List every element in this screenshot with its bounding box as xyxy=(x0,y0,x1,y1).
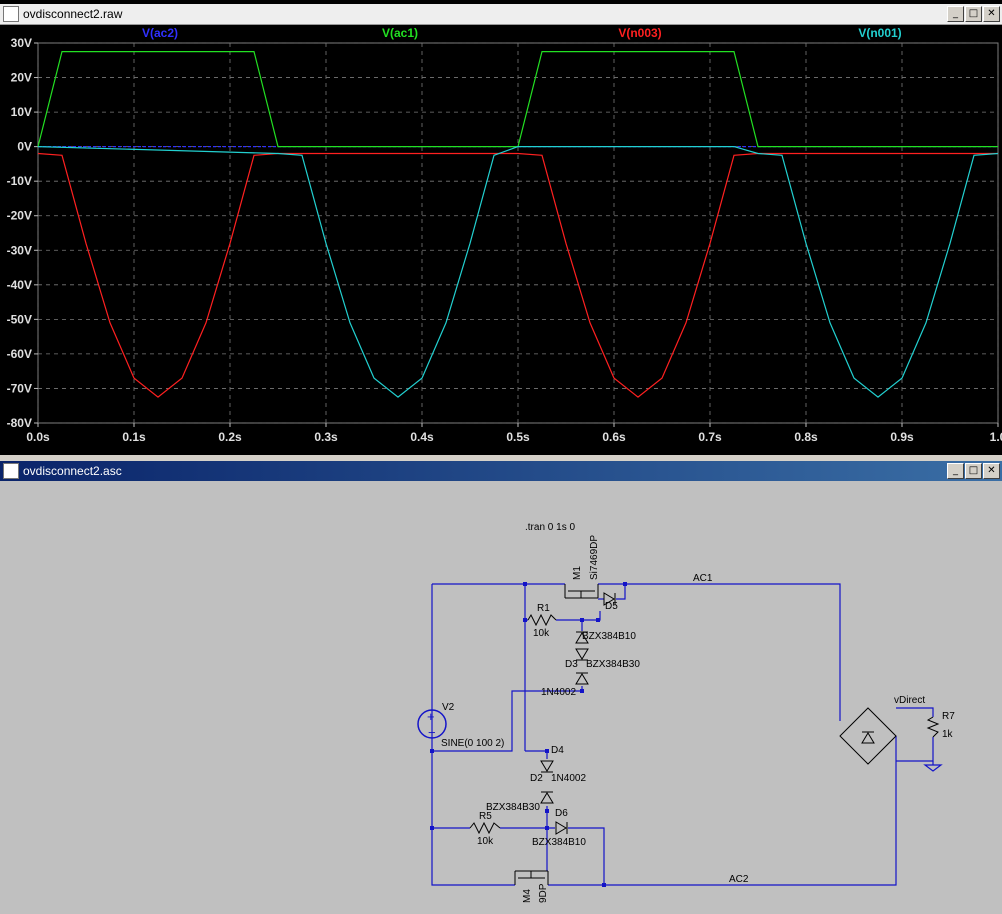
d6-name-label: D6 xyxy=(555,808,568,819)
legend-v-ac2[interactable]: V(ac2) xyxy=(142,26,178,40)
restore-button[interactable]: □ xyxy=(965,6,982,22)
d4-model-label: 1N4002 xyxy=(541,687,576,698)
trace-v-n003[interactable] xyxy=(37,152,998,398)
d6-diode-symbol[interactable] xyxy=(555,821,568,835)
bridge-label: vDirect xyxy=(894,695,925,706)
x-tick-label: 0.1s xyxy=(122,430,146,444)
d3-model-label: BZX384B30 xyxy=(586,659,640,670)
schematic-window[interactable]: ovdisconnect2.asc _ □ ✕ xyxy=(0,461,1002,914)
x-tick-label: 0.0s xyxy=(26,430,50,444)
d3-name-label: D3 xyxy=(565,659,578,670)
r1-value-label: 10k xyxy=(533,628,550,639)
r5-resistor-symbol[interactable] xyxy=(469,821,501,835)
y-tick-label: -70V xyxy=(7,381,32,395)
legend-v-ac1[interactable]: V(ac1) xyxy=(382,26,418,40)
r7-resistor-symbol[interactable] xyxy=(926,716,940,738)
x-tick-label: 0.3s xyxy=(314,430,338,444)
legend-v-n003[interactable]: V(n003) xyxy=(618,26,661,40)
d1-model-label: BZX384B10 xyxy=(582,631,636,642)
d3-zener-symbol[interactable] xyxy=(575,648,589,685)
schematic-app-icon xyxy=(3,463,19,479)
x-tick-label: 0.9s xyxy=(890,430,914,444)
d5-name-label: D5 xyxy=(605,601,618,612)
net-label-ac1[interactable]: AC1 xyxy=(693,573,713,584)
d6-model-label: BZX384B10 xyxy=(532,837,586,848)
r5-value-label: 10k xyxy=(477,836,494,847)
d4-diode-symbol[interactable] xyxy=(540,760,554,773)
r5-model-label: BZX384B30 xyxy=(486,802,540,813)
y-tick-label: -20V xyxy=(7,209,32,223)
y-tick-label: 10V xyxy=(11,105,32,119)
legend-v-n001[interactable]: V(n001) xyxy=(858,26,901,40)
y-tick-label: 20V xyxy=(11,71,32,85)
d2-model-label: 1N4002 xyxy=(551,773,586,784)
r1-name-label: R1 xyxy=(537,603,550,614)
schematic-close-button[interactable]: ✕ xyxy=(983,463,1000,479)
close-button[interactable]: ✕ xyxy=(983,6,1000,22)
y-tick-label: 30V xyxy=(11,36,32,50)
d2-name-label: D2 xyxy=(530,773,543,784)
waveform-app-icon xyxy=(3,6,19,22)
v2-name-label: V2 xyxy=(442,702,455,713)
x-tick-label: 1.0 xyxy=(990,430,1002,444)
x-tick-label: 0.4s xyxy=(410,430,434,444)
x-tick-label: 0.6s xyxy=(602,430,626,444)
net-label-ac2[interactable]: AC2 xyxy=(729,874,749,885)
v2-source-symbol[interactable]: + − xyxy=(417,709,447,740)
y-tick-label: -10V xyxy=(7,174,32,188)
y-tick-label: -30V xyxy=(7,243,32,257)
y-tick-label: -80V xyxy=(7,416,32,430)
waveform-window-title: ovdisconnect2.raw xyxy=(23,7,123,21)
minimize-button[interactable]: _ xyxy=(947,6,964,22)
sim-directive[interactable]: .tran 0 1s 0 xyxy=(525,522,575,533)
d2-diode-symbol[interactable] xyxy=(540,791,554,804)
bridge-rectifier-symbol[interactable] xyxy=(839,707,897,765)
x-tick-label: 0.2s xyxy=(218,430,242,444)
y-tick-label: -50V xyxy=(7,312,32,326)
m4-mosfet-symbol[interactable] xyxy=(514,870,549,885)
junction-dots xyxy=(430,582,627,887)
y-tick-label: -60V xyxy=(7,347,32,361)
x-tick-label: 0.5s xyxy=(506,430,530,444)
svg-text:−: − xyxy=(428,725,436,740)
d5-diode-symbol[interactable] xyxy=(603,592,616,606)
y-tick-label: 0V xyxy=(17,140,32,154)
wires xyxy=(431,583,934,886)
x-tick-label: 0.7s xyxy=(698,430,722,444)
waveform-window[interactable]: ovdisconnect2.raw _ □ ✕ 30V 20V 10V 0V -10V -… xyxy=(0,0,1002,455)
svg-text:+: + xyxy=(427,709,435,724)
m4-name-label: M4 xyxy=(522,889,533,903)
m4-model-label: 9DP xyxy=(538,883,549,903)
ground-icon xyxy=(923,761,943,772)
schematic-restore-button[interactable]: □ xyxy=(965,463,982,479)
v2-value-label: SINE(0 100 2) xyxy=(441,738,504,749)
r1-resistor-symbol[interactable] xyxy=(527,613,557,627)
m1-model-label: Si7469DP xyxy=(589,535,600,580)
waveform-plot[interactable]: 30V 20V 10V 0V -10V -20V -30V -40V -50V -60V -70V -… xyxy=(0,24,1002,455)
trace-v-n001[interactable] xyxy=(37,145,999,398)
m1-name-label: M1 xyxy=(572,566,583,580)
y-tick-label: -40V xyxy=(7,278,32,292)
d1-zener-symbol[interactable] xyxy=(575,631,589,644)
m1-mosfet-symbol[interactable] xyxy=(564,584,599,599)
r5-name-label: R5 xyxy=(479,811,492,822)
r7-name-label: R7 xyxy=(942,711,955,722)
d4-name-label: D4 xyxy=(551,745,564,756)
schematic-titlebar[interactable]: ovdisconnect2.asc _ □ ✕ xyxy=(0,461,1002,481)
waveform-titlebar[interactable]: ovdisconnect2.raw _ □ ✕ xyxy=(0,4,1002,25)
schematic-window-title: ovdisconnect2.asc xyxy=(23,464,122,478)
plot-area-border xyxy=(37,42,999,424)
schematic-minimize-button[interactable]: _ xyxy=(947,463,964,479)
x-tick-label: 0.8s xyxy=(794,430,818,444)
r7-value-label: 1k xyxy=(942,729,954,740)
schematic-canvas[interactable]: + − xyxy=(0,481,1002,914)
